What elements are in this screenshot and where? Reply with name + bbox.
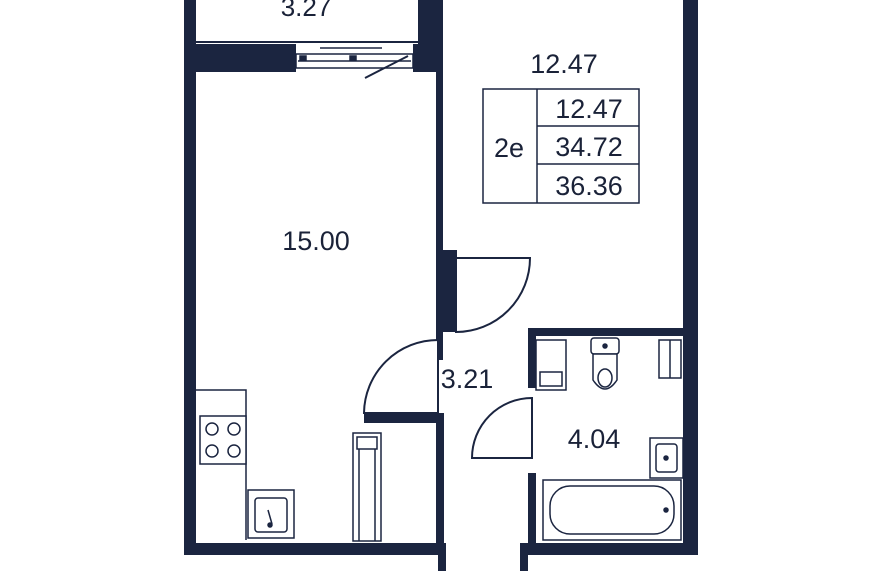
wall-left xyxy=(184,0,196,555)
bedroom-area-label: 12.47 xyxy=(530,49,598,79)
wall-right xyxy=(683,0,698,555)
balcony-area-label: 3.27 xyxy=(281,0,332,22)
hall-area-label: 3.21 xyxy=(441,364,494,394)
summary-living: 12.47 xyxy=(555,94,623,124)
wall-partition-lower xyxy=(436,413,444,555)
bathroom-sink-icon xyxy=(649,437,684,479)
wall-bottom-right xyxy=(528,543,698,555)
summary-total-with-balcony: 36.36 xyxy=(555,171,623,201)
cooktop-icon xyxy=(199,415,247,465)
balcony xyxy=(190,0,418,44)
toilet-icon xyxy=(590,337,620,390)
summary-total: 34.72 xyxy=(555,132,623,162)
balcony-door xyxy=(295,47,414,79)
door-swing-bedroom xyxy=(455,257,532,334)
summary-table xyxy=(482,88,640,204)
wall-bottom-left xyxy=(184,543,446,555)
living-area-label: 15.00 xyxy=(282,226,350,256)
door-swing-bath xyxy=(470,396,533,459)
wall-bath-left-upper xyxy=(528,328,536,388)
wall-bath-left-lower xyxy=(528,473,536,555)
bathtub-icon xyxy=(542,479,682,541)
wall-entry-right xyxy=(520,543,528,571)
walls xyxy=(184,0,698,571)
kitchen-sink-icon xyxy=(247,489,295,539)
wall-bath-top xyxy=(528,328,698,336)
summary-type: 2е xyxy=(494,133,524,163)
wall-door-jamb xyxy=(441,250,457,332)
door-swing-living xyxy=(362,338,439,414)
wall-hall xyxy=(364,413,444,423)
door-swings xyxy=(362,257,533,459)
washing-machine-icon xyxy=(535,339,567,391)
wall-balcony-right xyxy=(413,44,443,72)
kitchen-counter xyxy=(196,389,247,540)
wall-partition-upper xyxy=(436,70,443,332)
bath-window xyxy=(658,339,682,379)
wall-balcony-left xyxy=(184,44,296,72)
bath-area-label: 4.04 xyxy=(568,424,621,454)
wall-partition-middle xyxy=(436,332,443,360)
wall-entry-left xyxy=(438,543,446,571)
wardrobe-icon xyxy=(352,432,382,542)
